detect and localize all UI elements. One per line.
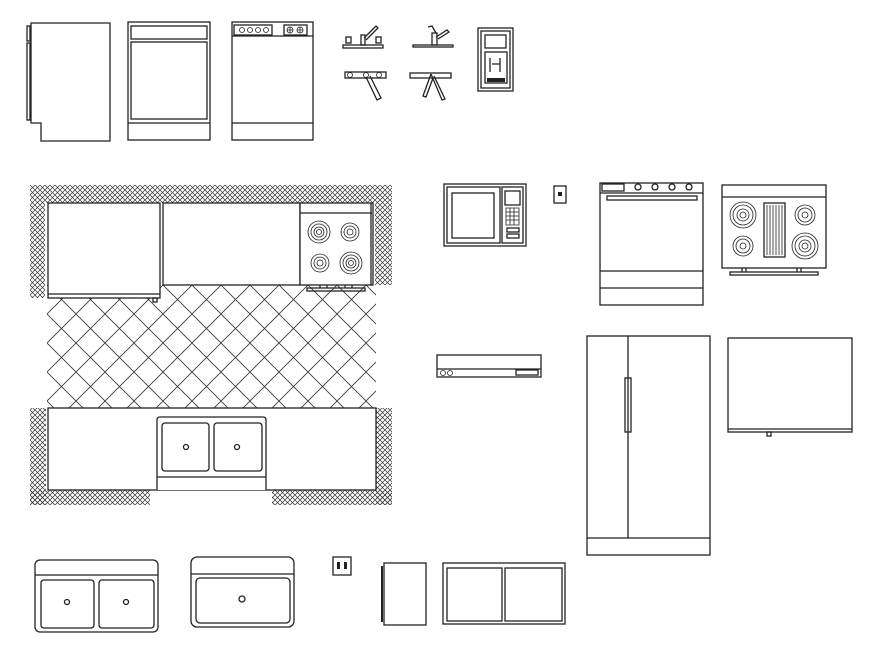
range-hood-block xyxy=(436,354,542,378)
dishwasher-front-block xyxy=(127,21,211,141)
appliance-top-view-block xyxy=(727,337,853,437)
refrigerator-side-block xyxy=(26,22,111,142)
water-dispenser-block xyxy=(477,27,514,92)
double-sink-block xyxy=(34,559,159,633)
faucet-plan-single-lever xyxy=(409,72,452,101)
range-front-small-block xyxy=(231,21,314,141)
small-cabinet-block xyxy=(381,562,427,626)
light-switch-icon xyxy=(332,556,352,576)
faucet-elevation-single-lever xyxy=(412,25,454,48)
side-by-side-refrigerator-block xyxy=(586,335,711,556)
tile-floor xyxy=(47,285,376,408)
cooktop-with-griddle-block xyxy=(721,184,827,276)
wall-hatch-bottom-left xyxy=(30,408,46,505)
double-window-block xyxy=(442,562,566,625)
refrigerator-top xyxy=(47,202,161,299)
wall-outlet-icon xyxy=(553,185,567,204)
microwave-block xyxy=(443,183,527,247)
wall-hatch-top xyxy=(30,185,392,298)
cooktop xyxy=(299,202,374,286)
faucet-plan-double-handle xyxy=(344,71,387,101)
range-front-block xyxy=(599,182,704,306)
wall-hatch-bottom-right xyxy=(376,408,392,505)
single-sink-block xyxy=(190,556,295,628)
double-sink-plan xyxy=(156,416,267,490)
faucet-elevation-double-handle xyxy=(342,25,384,49)
kitchen-floor-plan xyxy=(30,185,392,505)
upper-counter xyxy=(162,202,301,286)
